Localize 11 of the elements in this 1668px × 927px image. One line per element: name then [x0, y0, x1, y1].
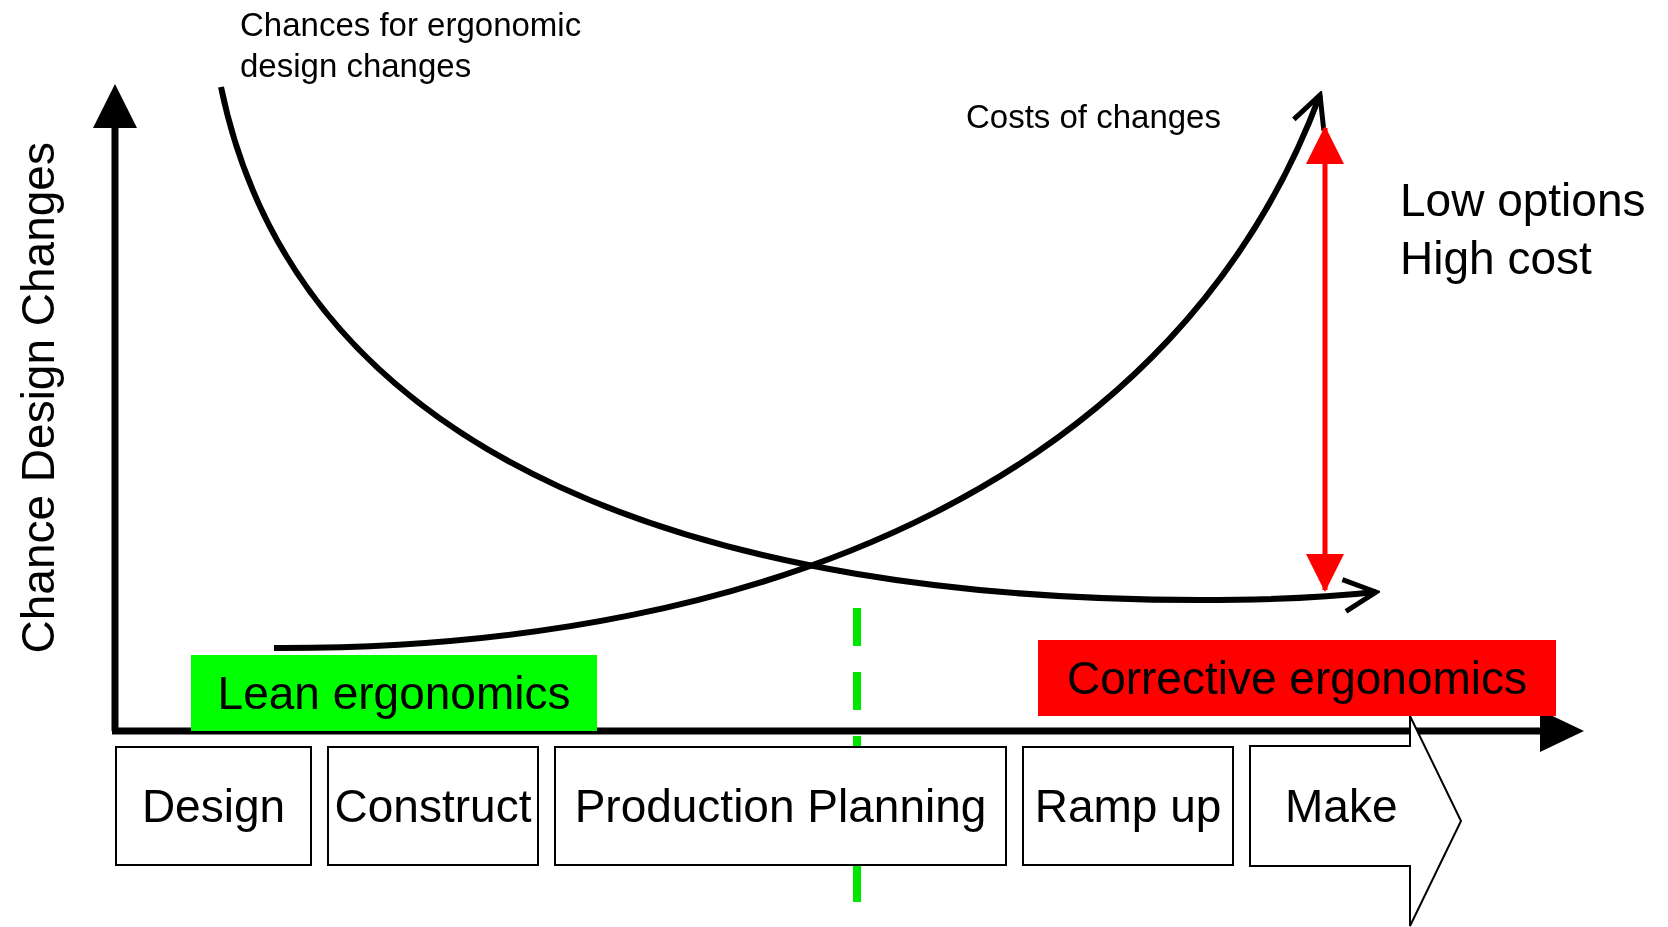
label-box: Corrective ergonomics	[1038, 640, 1556, 716]
phase-box: Construct	[327, 746, 539, 866]
axis-title: Chance Design Changes	[11, 142, 65, 654]
curve-label: Costs of changes	[966, 97, 1221, 137]
label-box: Lean ergonomics	[191, 655, 597, 731]
phase-box: Design	[115, 746, 312, 866]
curve-label: Low options High cost	[1400, 173, 1647, 286]
phase-box: Make	[1249, 715, 1463, 927]
curve-label: Chances for ergonomic design changes	[240, 5, 583, 87]
phase-box: Production Planning	[554, 746, 1007, 866]
phase-box: Ramp up	[1022, 746, 1234, 866]
